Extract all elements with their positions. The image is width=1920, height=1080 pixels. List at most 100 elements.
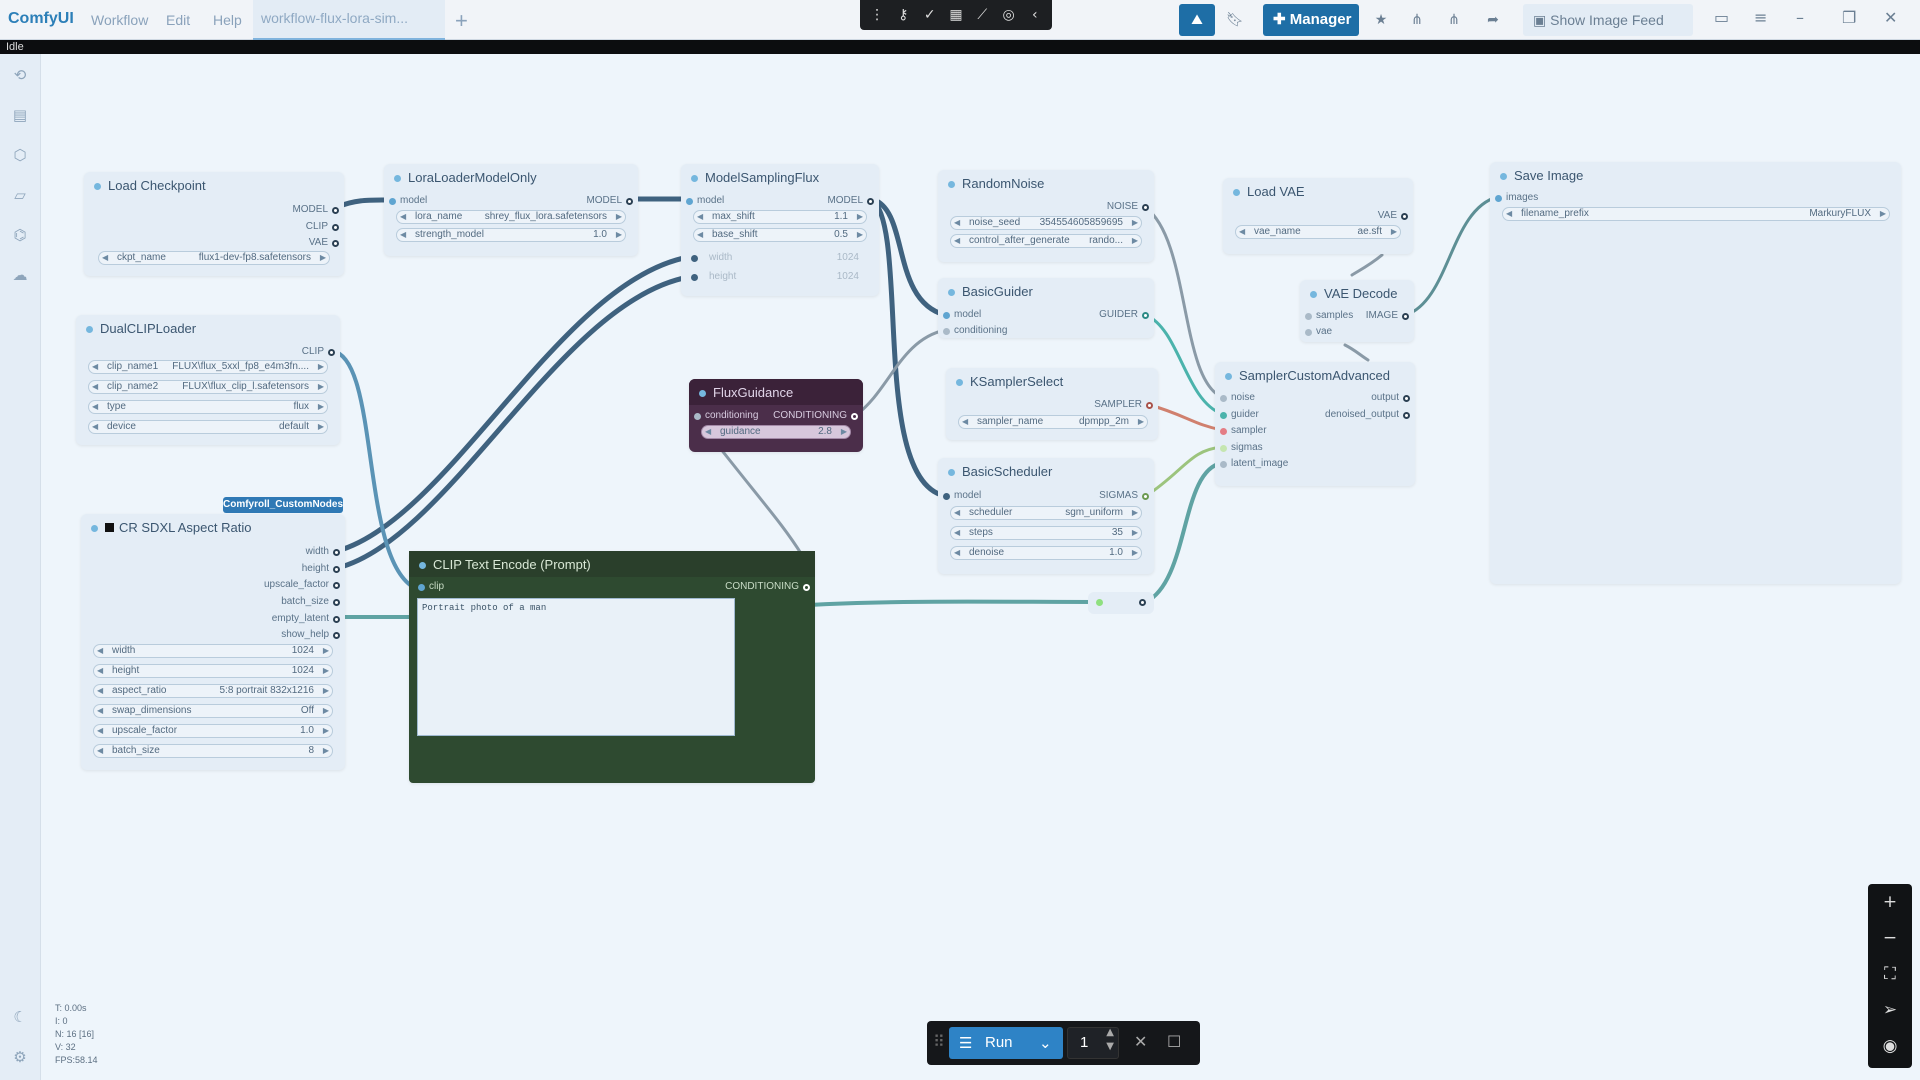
node-clip-text-encode[interactable]: CLIP Text Encode (Prompt) clip CONDITION…: [409, 551, 815, 783]
fork-icon[interactable]: ⋔: [1411, 12, 1423, 28]
output-show-help[interactable]: show_help: [281, 629, 340, 640]
show-image-feed-button[interactable]: ▣ Show Image Feed: [1523, 4, 1693, 36]
node-sampler-custom-advanced[interactable]: SamplerCustomAdvanced noise guider sampl…: [1215, 362, 1415, 486]
menu-edit[interactable]: Edit: [166, 12, 191, 28]
reroute-in-dot[interactable]: [1096, 599, 1103, 606]
stepper-icon[interactable]: ▲▼: [1106, 1027, 1114, 1052]
chevron-left-icon[interactable]: ‹: [1032, 7, 1038, 23]
input-vae[interactable]: vae: [1305, 326, 1332, 337]
drag-handle-icon[interactable]: ⠿: [933, 1032, 945, 1051]
zoom-out-icon[interactable]: −: [1882, 928, 1898, 948]
theme-icon[interactable]: ☾: [13, 1008, 27, 1026]
node-ksampler-select[interactable]: KSamplerSelect SAMPLER sampler_namedpmpp…: [946, 368, 1158, 440]
settings-icon[interactable]: ⚙: [13, 1048, 27, 1066]
output-output[interactable]: output: [1371, 392, 1410, 403]
output-empty-latent[interactable]: empty_latent: [272, 613, 340, 624]
node-basic-scheduler[interactable]: BasicScheduler model SIGMAS schedulersgm…: [938, 458, 1154, 574]
output-clip[interactable]: CLIP: [302, 346, 335, 357]
output-vae[interactable]: VAE: [1378, 210, 1408, 221]
input-conditioning[interactable]: conditioning: [943, 325, 1007, 336]
zoom-in-icon[interactable]: +: [1882, 892, 1898, 912]
node-cr-sdxl-aspect-ratio[interactable]: CR SDXL Aspect Ratio width height upscal…: [81, 514, 345, 770]
reroute-node[interactable]: [1088, 592, 1154, 614]
input-images[interactable]: images: [1495, 192, 1538, 203]
queue-icon[interactable]: ▤: [12, 106, 28, 124]
node-dual-clip-loader[interactable]: DualCLIPLoader CLIP clip_name1FLUX\flux_…: [76, 315, 340, 445]
output-noise[interactable]: NOISE: [1107, 201, 1149, 212]
workflows-icon[interactable]: ▱: [14, 186, 26, 204]
new-tab-button[interactable]: +: [455, 8, 468, 33]
input-clip[interactable]: clip: [418, 581, 444, 592]
input-guider[interactable]: guider: [1220, 409, 1259, 420]
close-icon[interactable]: ✕: [1884, 8, 1898, 27]
node-random-noise[interactable]: RandomNoise NOISE noise_seed354554605859…: [938, 170, 1154, 262]
history-icon[interactable]: ⟲: [13, 66, 27, 84]
input-model[interactable]: model: [686, 195, 724, 206]
key-icon[interactable]: ⚷: [898, 7, 909, 23]
batch-count-input[interactable]: 1▲▼: [1067, 1027, 1119, 1059]
input-conditioning[interactable]: conditioning: [694, 410, 758, 421]
output-conditioning[interactable]: CONDITIONING: [773, 410, 858, 421]
star-icon[interactable]: ★: [1374, 12, 1388, 28]
menu-workflow[interactable]: Workflow: [91, 12, 149, 28]
input-model[interactable]: model: [943, 490, 981, 501]
cancel-icon[interactable]: ✕: [1134, 1032, 1148, 1051]
table-icon[interactable]: ▦: [949, 7, 963, 23]
reroute-out-dot[interactable]: [1139, 599, 1146, 606]
navigate-icon[interactable]: ➢: [1882, 1000, 1898, 1020]
output-sampler[interactable]: SAMPLER: [1094, 399, 1153, 410]
node-lora-loader[interactable]: LoraLoaderModelOnly model MODEL lora_nam…: [384, 164, 638, 256]
output-model[interactable]: MODEL: [586, 195, 633, 206]
chevron-down-icon[interactable]: ⌄: [1039, 1034, 1052, 1052]
control-after-generate-widget[interactable]: control_after_generaterando...: [950, 234, 1142, 248]
node-load-checkpoint[interactable]: Load Checkpoint MODEL CLIP VAE ckpt_name…: [84, 172, 344, 276]
input-sigmas[interactable]: sigmas: [1220, 442, 1263, 453]
eye-icon[interactable]: ◉: [1882, 1036, 1898, 1056]
clip-name1-widget[interactable]: clip_name1FLUX\flux_5xxl_fp8_e4m3fn....: [88, 360, 328, 374]
output-guider[interactable]: GUIDER: [1099, 309, 1149, 320]
comfy-logo-button[interactable]: ⛰: [1179, 4, 1215, 36]
output-conditioning[interactable]: CONDITIONING: [725, 581, 810, 592]
panel-icon[interactable]: ▭: [1714, 8, 1730, 27]
input-samples[interactable]: samples: [1305, 310, 1353, 321]
node-library-icon[interactable]: ⌬: [13, 226, 27, 244]
output-denoised[interactable]: denoised_output: [1325, 409, 1410, 420]
output-upscale-factor[interactable]: upscale_factor: [264, 579, 340, 590]
input-model[interactable]: model: [389, 195, 427, 206]
run-button[interactable]: ☰ Run ⌄: [949, 1027, 1063, 1059]
node-save-image[interactable]: Save Image images filename_prefixMarkury…: [1490, 162, 1901, 584]
share-icon[interactable]: ➦: [1487, 12, 1499, 28]
hamburger-icon[interactable]: ≡: [1754, 8, 1768, 27]
node-model-sampling-flux[interactable]: ModelSamplingFlux model MODEL max_shift1…: [681, 164, 879, 296]
fork-alt-icon[interactable]: ⋔: [1448, 12, 1460, 28]
output-batch-size[interactable]: batch_size: [281, 596, 340, 607]
workflow-tab[interactable]: workflow-flux-lora-sim...: [253, 0, 445, 40]
github-icon[interactable]: ◎: [1002, 7, 1015, 23]
output-height[interactable]: height: [302, 563, 340, 574]
node-basic-guider[interactable]: BasicGuider model conditioning GUIDER: [938, 278, 1154, 338]
output-vae[interactable]: VAE: [309, 237, 339, 248]
